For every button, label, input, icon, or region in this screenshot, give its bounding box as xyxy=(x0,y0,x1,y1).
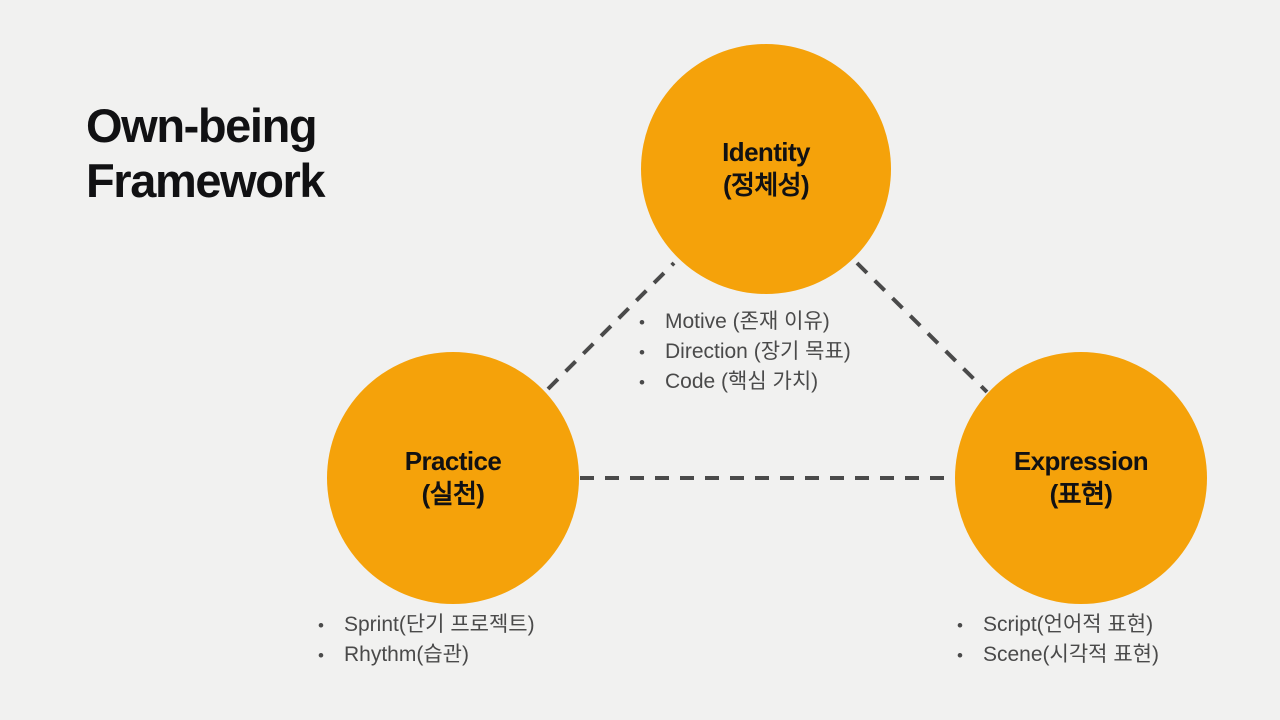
list-item: • Scene(시각적 표현) xyxy=(957,640,1159,670)
list-item-label: Rhythm(습관) xyxy=(344,642,469,666)
bullet-list-identity: • Motive (존재 이유) • Direction (장기 목표) • C… xyxy=(639,307,851,396)
node-label-identity: Identity (정체성) xyxy=(722,137,810,200)
list-item-label: Sprint(단기 프로젝트) xyxy=(344,613,535,636)
connector-identity-expression xyxy=(855,261,989,394)
bullet-dot-icon: • xyxy=(957,616,963,635)
node-circle-identity[interactable]: Identity (정체성) xyxy=(641,44,891,294)
list-item: • Direction (장기 목표) xyxy=(639,337,851,367)
node-label-expression: Expression (표현) xyxy=(1013,446,1149,509)
bullet-list-expression: • Script(언어적 표현) • Scene(시각적 표현) xyxy=(957,610,1159,670)
bullet-dot-icon: • xyxy=(318,616,324,635)
list-item-label: Motive (존재 이유) xyxy=(665,310,830,333)
bullet-list-practice: • Sprint(단기 프로젝트) • Rhythm(습관) xyxy=(318,610,535,670)
list-item: • Rhythm(습관) xyxy=(318,640,535,670)
list-item-label: Scene(시각적 표현) xyxy=(983,642,1159,666)
node-circle-expression[interactable]: Expression (표현) xyxy=(955,352,1207,604)
bullet-dot-icon: • xyxy=(639,342,645,362)
page-title: Own-being Framework xyxy=(86,99,326,208)
bullet-dot-icon: • xyxy=(639,372,645,392)
list-item-label: Direction (장기 목표) xyxy=(665,339,851,363)
node-circle-practice[interactable]: Practice (실천) xyxy=(327,352,579,604)
list-item: • Code (핵심 가치) xyxy=(639,367,851,397)
list-item: • Motive (존재 이유) xyxy=(639,307,851,337)
bullet-dot-icon: • xyxy=(957,645,963,665)
list-item: • Script(언어적 표현) xyxy=(957,610,1159,640)
bullet-dot-icon: • xyxy=(318,645,324,665)
list-item: • Sprint(단기 프로젝트) xyxy=(318,610,535,640)
bullet-dot-icon: • xyxy=(639,313,645,332)
list-item-label: Code (핵심 가치) xyxy=(665,369,819,393)
list-item-label: Script(언어적 표현) xyxy=(983,613,1154,636)
node-label-practice: Practice (실천) xyxy=(404,446,502,509)
